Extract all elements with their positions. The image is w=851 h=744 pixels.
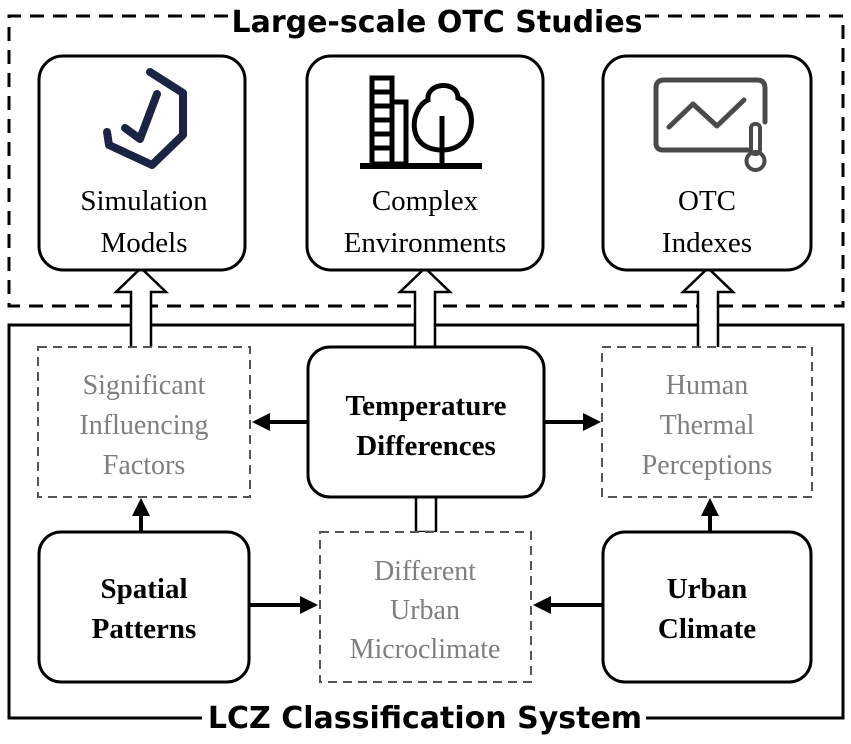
card-otc-line2: Indexes: [662, 227, 752, 259]
card-otc-line1: OTC: [678, 185, 736, 217]
factors-line1: Significant: [83, 370, 206, 401]
building-tree-icon: [360, 75, 482, 169]
arrow-temperature-to-factors: [252, 413, 308, 431]
card-environments-line2: Environments: [344, 227, 507, 259]
arrow-climate-to-microclimate: [533, 596, 603, 614]
chart-thermometer-icon: [653, 77, 768, 172]
spatial-line1: Spatial: [100, 573, 187, 605]
arrow-spatial-to-factors: [132, 498, 150, 532]
card-simulation-models: Simulation Models: [37, 54, 247, 272]
arrow-up-simulation: [112, 266, 170, 357]
connector-temperature-microclimate: [414, 494, 438, 534]
arrow-up-environments: [396, 266, 454, 350]
card-simulation-line2: Models: [101, 227, 188, 259]
box-spatial-patterns: Spatial Patterns: [37, 530, 251, 684]
climate-line2: Climate: [658, 613, 756, 645]
arrow-up-otc: [679, 266, 737, 357]
box-urban-climate: Urban Climate: [601, 530, 813, 684]
temperature-line2: Differences: [356, 430, 496, 462]
bottom-frame-title: LCZ Classification System: [208, 701, 642, 736]
factors-line3: Factors: [103, 450, 185, 481]
card-complex-environments: Complex Environments: [305, 54, 545, 272]
factors-line2: Influencing: [79, 410, 208, 441]
perceptions-line2: Thermal: [660, 410, 755, 441]
perceptions-line1: Human: [666, 370, 748, 401]
spatial-line2: Patterns: [92, 613, 197, 645]
arrow-temperature-to-perceptions: [544, 413, 601, 431]
card-environments-line1: Complex: [372, 185, 479, 217]
box-significant-influencing-factors: Significant Influencing Factors: [37, 346, 251, 498]
arrow-climate-to-perceptions: [701, 498, 719, 532]
microclimate-line3: Microclimate: [350, 634, 501, 665]
top-frame-title: Large-scale OTC Studies: [231, 5, 642, 40]
temperature-line1: Temperature: [345, 390, 506, 422]
microclimate-line1: Different: [374, 556, 476, 587]
microclimate-line2: Urban: [390, 595, 460, 626]
box-different-urban-microclimate: Different Urban Microclimate: [319, 531, 532, 683]
perceptions-line3: Perceptions: [642, 450, 773, 481]
card-simulation-line1: Simulation: [80, 185, 208, 217]
box-temperature-differences: Temperature Differences: [306, 345, 546, 499]
card-otc-indexes: OTC Indexes: [601, 54, 813, 272]
box-human-thermal-perceptions: Human Thermal Perceptions: [601, 346, 813, 498]
arrow-spatial-to-microclimate: [249, 596, 318, 614]
simulation-model-icon: [103, 68, 187, 169]
climate-line1: Urban: [667, 573, 748, 605]
